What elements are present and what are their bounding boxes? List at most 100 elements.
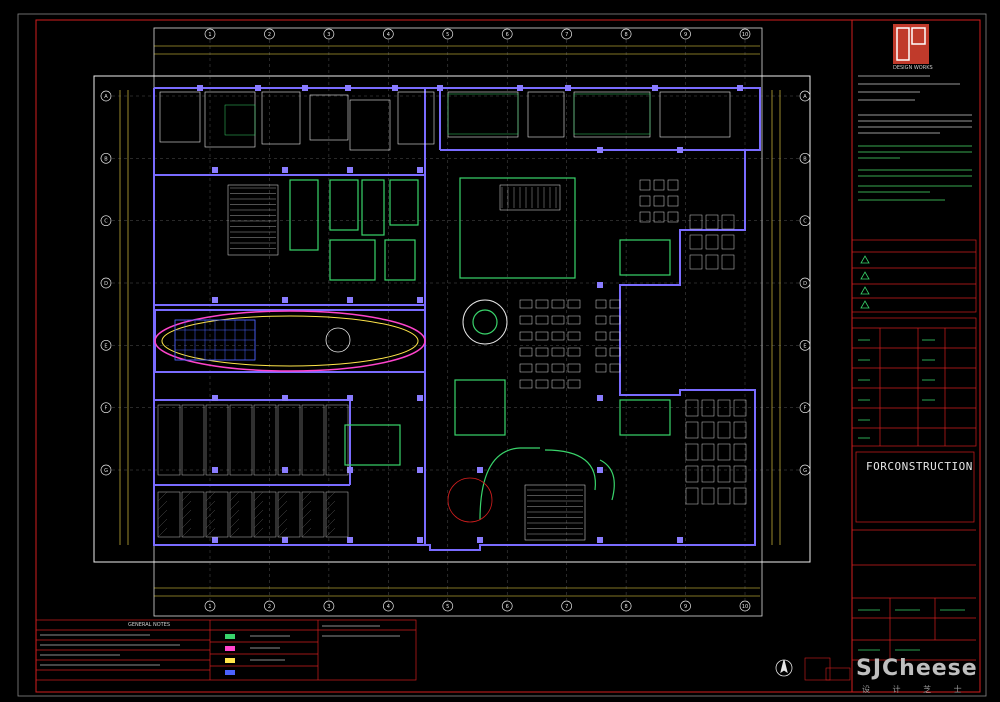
- for-construction-stamp: FORCONSTRUCTION: [866, 460, 973, 473]
- table: [551, 347, 565, 357]
- cell: [229, 491, 253, 538]
- table: [519, 379, 533, 389]
- grid-bubble: [382, 600, 394, 612]
- column-pier: [212, 297, 218, 303]
- cell: [301, 491, 325, 538]
- table: [609, 331, 621, 341]
- warning-triangle-icon: [860, 255, 870, 309]
- table: [535, 379, 549, 389]
- titleblock-notes: [858, 75, 972, 201]
- grid-bubble: [501, 600, 513, 612]
- grid-label: D: [803, 281, 807, 287]
- hatch: [157, 500, 168, 511]
- grid-label: C: [803, 219, 807, 225]
- booth: [721, 214, 735, 230]
- booth: [685, 443, 699, 461]
- grid-label: G: [104, 468, 108, 474]
- hatch: [229, 518, 240, 529]
- table: [551, 331, 565, 341]
- grid-bubble: [561, 600, 573, 612]
- grid-label: 7: [565, 32, 568, 38]
- column-pier: [347, 395, 353, 401]
- column-pier: [392, 85, 398, 91]
- table: [653, 179, 665, 191]
- table: [551, 315, 565, 325]
- column-pier: [347, 297, 353, 303]
- legend-header: GENERAL NOTES: [128, 622, 171, 628]
- column-pier: [597, 147, 603, 153]
- booth: [701, 399, 715, 417]
- grid-bubble: [100, 464, 112, 476]
- cell: [157, 491, 181, 538]
- scale-box-2: [825, 667, 851, 681]
- booth: [705, 234, 719, 250]
- stair-treads: [230, 187, 583, 535]
- booth: [733, 443, 747, 461]
- grid-bubble: [100, 402, 112, 414]
- company-logo-icon: [893, 24, 929, 64]
- hatch: [301, 527, 312, 538]
- table: [567, 331, 581, 341]
- booth: [689, 214, 703, 230]
- cell: [301, 404, 325, 476]
- border-frame: [35, 19, 981, 693]
- column-pier: [477, 467, 483, 473]
- titleblock-grid: [851, 239, 977, 661]
- hatch: [253, 491, 264, 502]
- hatch: [229, 527, 240, 538]
- column-pier: [282, 467, 288, 473]
- scale-box: [804, 657, 831, 681]
- north-arrow-icon: [775, 659, 793, 677]
- column-pier: [417, 467, 423, 473]
- column-pier: [737, 85, 743, 91]
- grid-bubble: [100, 277, 112, 289]
- booth: [701, 443, 715, 461]
- partition-cells: [157, 404, 349, 538]
- column-pier: [677, 147, 683, 153]
- column-pier: [437, 85, 443, 91]
- column-pier: [597, 537, 603, 543]
- table: [567, 347, 581, 357]
- grid-bubble: [620, 600, 632, 612]
- table: [609, 315, 621, 325]
- cell: [253, 491, 277, 538]
- table: [609, 299, 621, 309]
- booth: [717, 421, 731, 439]
- booth: [721, 254, 735, 270]
- column-pier: [212, 395, 218, 401]
- outer-frame: [17, 13, 987, 697]
- grid-label: 4: [387, 32, 390, 38]
- table: [519, 347, 533, 357]
- table: [667, 179, 679, 191]
- grid-bubble: [204, 28, 216, 40]
- hatch: [253, 509, 264, 520]
- plan-inner-frame: [93, 75, 811, 563]
- grid-label: 1: [208, 32, 211, 38]
- grid-bubble: [264, 600, 275, 612]
- hatch: [205, 518, 216, 529]
- table: [567, 379, 581, 389]
- grid-bubble: [100, 339, 112, 351]
- hatch: [157, 509, 168, 520]
- hatch: [325, 527, 336, 538]
- cell: [325, 404, 349, 476]
- booth: [701, 421, 715, 439]
- hatch: [157, 527, 168, 538]
- hatch: [181, 518, 192, 529]
- table: [567, 363, 581, 373]
- dining-tables: [519, 179, 679, 389]
- column-pier: [212, 167, 218, 173]
- column-pier: [255, 85, 261, 91]
- booth: [733, 465, 747, 483]
- grid-label: 7: [565, 604, 568, 610]
- grid-bubble: [204, 600, 216, 612]
- legend-swatches: [225, 634, 235, 675]
- grid-label: B: [104, 156, 108, 162]
- column-pier: [282, 297, 288, 303]
- grid-bubble: [799, 402, 811, 414]
- table: [535, 315, 549, 325]
- grid-bubble: [100, 152, 112, 164]
- grid-bubble: [323, 600, 335, 612]
- table: [639, 211, 651, 223]
